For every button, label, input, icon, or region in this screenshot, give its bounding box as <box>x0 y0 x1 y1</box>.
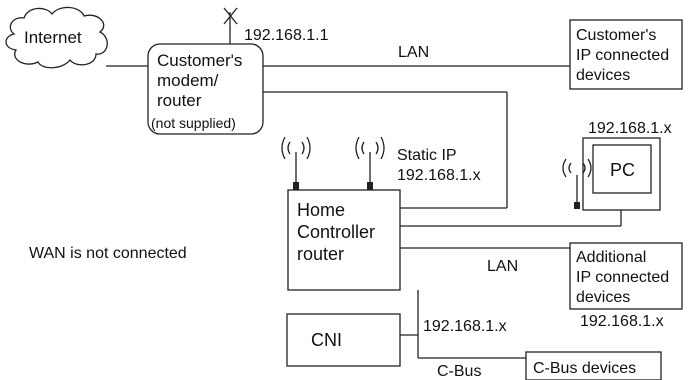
pc-wifi-icon <box>562 158 592 209</box>
pc-screen <box>592 144 652 194</box>
hc-antenna-right-icon <box>355 136 385 190</box>
additional-devices-box <box>569 242 683 310</box>
customer-devices-box <box>569 19 683 90</box>
cni-ip-label: 192.168.1.x <box>423 318 507 335</box>
pc: 192.168.1.x PC <box>562 120 672 211</box>
modem-label-line2: modem/ <box>157 71 219 90</box>
lan-top-label: LAN <box>398 44 429 61</box>
modem-ip-label: 192.168.1.1 <box>244 27 329 44</box>
cbus-devices-box <box>525 351 662 380</box>
cbus-devices-label: C-Bus devices <box>533 360 636 377</box>
home-controller-router: Home Controller router <box>281 136 401 291</box>
pc-label: PC <box>610 160 635 180</box>
additional-ip-label: 192.168.1.x <box>580 313 664 330</box>
wan-note: WAN is not connected <box>29 245 187 262</box>
antenna-crossed-icon <box>223 7 238 44</box>
modem-label-line1: Customer's <box>157 51 242 70</box>
lan-bottom-label: LAN <box>487 258 518 275</box>
modem-box <box>147 43 264 135</box>
customer-devices: Customer's IP connected devices <box>569 19 683 90</box>
cbus-label: C-Bus <box>437 363 481 380</box>
hc-antenna-left-icon <box>281 136 311 190</box>
customer-devices-line3: devices <box>576 67 630 84</box>
additional-line1: Additional <box>576 249 646 266</box>
additional-line3: devices <box>576 289 630 306</box>
customer-devices-line1: Customer's <box>576 27 656 44</box>
internet-label: Internet <box>24 28 82 47</box>
internet-cloud: Internet <box>5 6 108 69</box>
pc-ip-label: 192.168.1.x <box>588 120 672 137</box>
static-ip-line1: Static IP <box>397 147 457 164</box>
customer-modem-router: 192.168.1.1 Customer's modem/ router (no… <box>147 7 329 135</box>
cni: CNI 192.168.1.x <box>286 313 507 367</box>
cbus-devices: C-Bus devices <box>525 351 662 380</box>
connection-lines <box>106 65 622 359</box>
cni-label: CNI <box>311 330 342 350</box>
additional-devices: Additional IP connected devices 192.168.… <box>569 242 683 330</box>
cni-box <box>286 313 401 367</box>
additional-line2: IP connected <box>576 269 669 286</box>
hc-label-line1: Home <box>297 200 345 220</box>
hc-label-line2: Controller <box>297 222 375 242</box>
cloud-icon <box>5 6 108 69</box>
static-ip-line2: 192.168.1.x <box>397 167 481 184</box>
modem-label-line4: (not supplied) <box>151 115 236 131</box>
modem-label-line3: router <box>157 91 202 110</box>
hc-label-line3: router <box>297 244 344 264</box>
customer-devices-line2: IP connected <box>576 47 669 64</box>
hc-box <box>287 189 401 291</box>
